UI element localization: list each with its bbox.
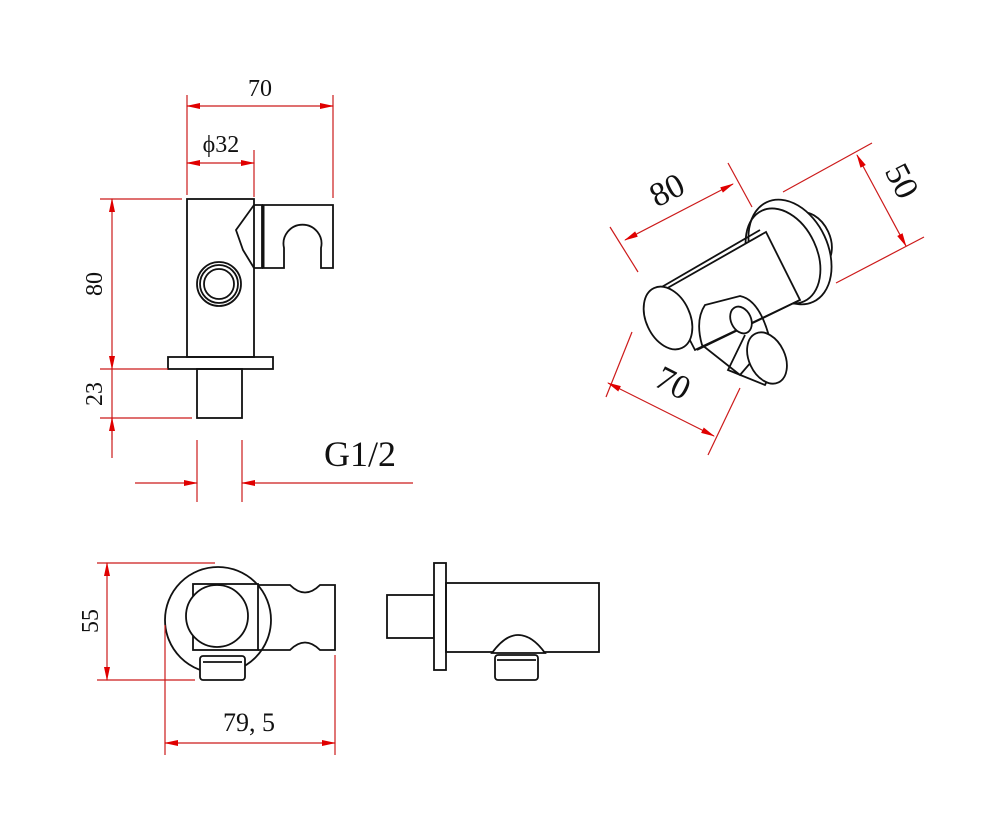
front-view: 70 ϕ32 80 23 G1/2	[82, 76, 413, 502]
dim-width-70: 70	[248, 76, 272, 102]
dim-length-79-5: 79, 5	[223, 708, 275, 737]
body-end	[642, 285, 694, 351]
dim-height-80: 80	[82, 272, 108, 296]
flange	[433, 562, 447, 671]
holder-joint	[254, 204, 263, 269]
nut	[199, 655, 246, 681]
dim-iso-50: 50	[877, 158, 925, 205]
nut	[494, 654, 539, 681]
dim-iso-80: 80	[644, 166, 691, 214]
outlet-circle	[185, 584, 249, 648]
flange	[167, 356, 274, 370]
inlet-stem	[386, 594, 435, 639]
holder-notch	[234, 204, 255, 269]
dim-stem-23: 23	[82, 382, 108, 406]
dim-diameter-32: ϕ32	[203, 132, 240, 158]
holder-u-cutout	[262, 204, 334, 269]
top-view: 55 79, 5	[78, 562, 336, 755]
side-view	[386, 562, 600, 681]
isometric-view: 80 50 70	[605, 142, 926, 456]
dim-height-55: 55	[78, 609, 104, 633]
dim-thread-g12: G1/2	[324, 434, 396, 474]
outlet-dome	[490, 634, 547, 654]
holder-end	[746, 331, 788, 385]
holder-profile	[258, 584, 336, 651]
inlet-stem	[196, 368, 243, 419]
outlet-ring	[196, 261, 242, 307]
dim-iso-70: 70	[649, 359, 696, 407]
